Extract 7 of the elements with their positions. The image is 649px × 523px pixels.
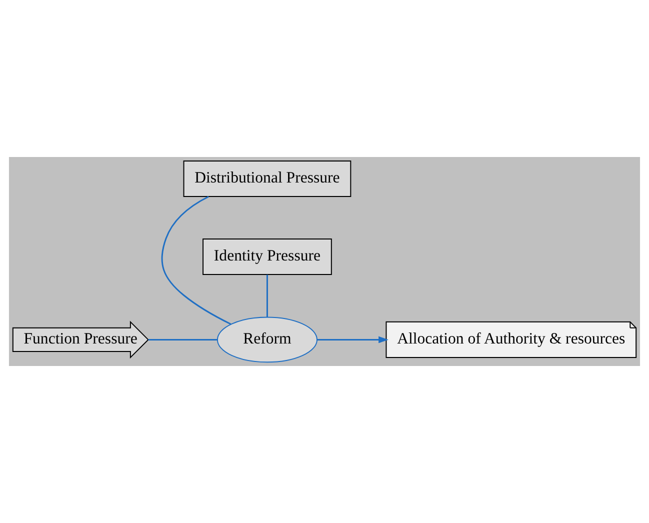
connector [148,338,218,340]
connector [266,274,268,318]
node-box: Distributional Pressure [183,160,352,197]
connector [161,196,232,325]
node-box: Identity Pressure [202,238,332,276]
node-ellipse: Reform [216,316,318,363]
arrow [316,336,388,344]
